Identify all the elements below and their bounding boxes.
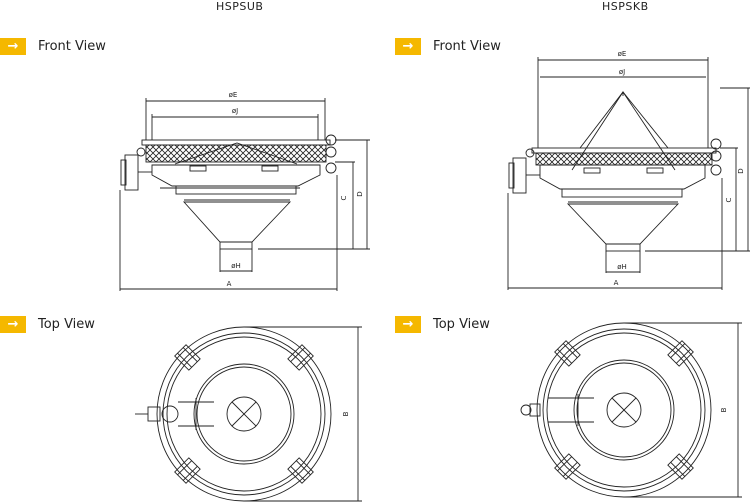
front-view-label: Front View [38,39,106,54]
dim-j-label: øJ [232,107,238,115]
hspsub-top-view [135,326,362,502]
dim-c-label: C [340,195,348,200]
dim-e-label: øE [229,91,238,99]
dim-b-label: B [342,411,350,416]
hspsub-front-view [119,98,370,291]
hspskb-title: HSPSKB [602,0,649,13]
arrow-right-icon: → [0,38,26,55]
front-view-label: Front View [433,39,501,54]
arrow-right-icon: → [0,316,26,333]
dim-d-label: D [737,168,745,173]
arrow-right-icon: → [395,38,421,55]
dim-h-label: øH [617,263,627,271]
front-view-header-right: → Front View [395,38,501,55]
dim-a-label: A [614,279,619,287]
dim-e-label: øE [618,50,627,58]
hspsub-title: HSPSUB [216,0,264,13]
top-view-label: Top View [38,317,95,332]
top-view-header-right: → Top View [395,316,490,333]
top-view-label: Top View [433,317,490,332]
dim-d-label: D [356,191,364,196]
dim-a-label: A [227,280,232,288]
dim-b-label: B [720,407,728,412]
hspskb-top-view [520,322,742,498]
arrow-right-icon: → [395,316,421,333]
dim-h-label: øH [231,262,241,270]
dim-c-label: C [725,197,733,202]
top-view-header-left: → Top View [0,316,95,333]
dim-j-label: øJ [619,68,625,76]
hspskb-front-view [507,57,750,290]
front-view-header-left: → Front View [0,38,106,55]
